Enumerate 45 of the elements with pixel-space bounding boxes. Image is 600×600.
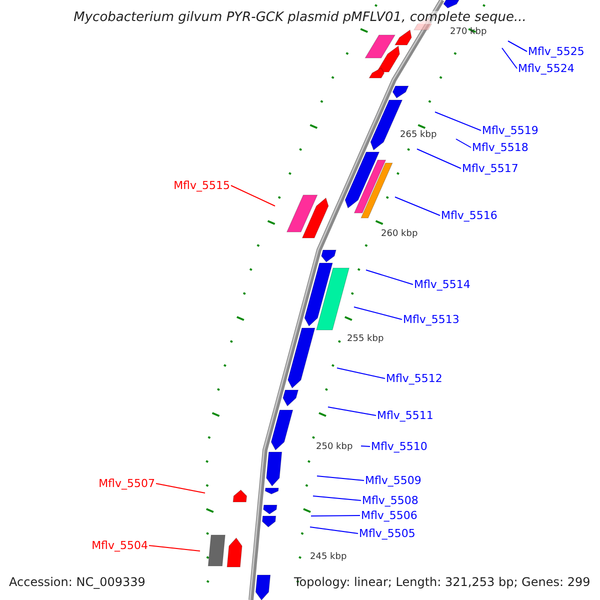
gene-label: Mflv_5525 (528, 46, 584, 57)
gene-label: Mflv_5508 (362, 495, 418, 506)
gene-label: Mflv_5505 (359, 528, 416, 539)
title: Mycobacterium gilvum PYR-GCK plasmid pMFLV01, complete seque... (74, 11, 526, 24)
leader-line (230, 185, 276, 206)
leader-line (310, 526, 358, 534)
gene-label: Mflv_5515 (174, 180, 230, 191)
leader-line (502, 48, 518, 69)
leader-line (434, 112, 482, 131)
gene-label: Mflv_5513 (403, 314, 460, 325)
gene-label: Mflv_5519 (482, 125, 538, 136)
gene-label: Mflv_5524 (518, 63, 574, 74)
leader-line (316, 476, 364, 481)
gene-label: Mflv_5514 (414, 279, 470, 290)
scale-tick-label: 255 kbp (347, 335, 384, 344)
scale-tick-label: 265 kbp (400, 131, 437, 140)
leader-line (310, 515, 360, 516)
leader-line (456, 138, 472, 148)
gene-label: Mflv_5518 (472, 142, 528, 153)
gene-label: Mflv_5504 (92, 540, 148, 551)
gene-label: Mflv_5506 (361, 510, 418, 521)
leader-line (394, 196, 440, 216)
gene-label: Mflv_5512 (386, 373, 442, 384)
info-text: Accession: NC_009339 (9, 576, 146, 588)
leader-line (156, 483, 206, 494)
gene-label: Mflv_5517 (462, 163, 518, 174)
gene-label: Mflv_5509 (365, 475, 422, 486)
leader-line (416, 148, 462, 169)
gene-label: Mflv_5510 (371, 441, 428, 452)
leader-line (508, 40, 528, 52)
gene-label: Mflv_5516 (441, 210, 498, 221)
leader-line (312, 496, 362, 501)
leader-line (354, 306, 402, 320)
leader-line (148, 545, 200, 552)
gene-label: Mflv_5511 (377, 410, 434, 421)
scale-tick-label: 245 kbp (310, 553, 347, 562)
info-text: Topology: linear; Length: 321,253 bp; Genes: 299 (294, 576, 590, 588)
leader-line (328, 406, 376, 416)
scale-tick-label: 250 kbp (316, 443, 353, 452)
leader-line (360, 446, 370, 447)
scale-tick-label: 260 kbp (381, 230, 418, 239)
gene-label: Mflv_5507 (98, 478, 155, 489)
leader-line (336, 368, 386, 379)
scale-tick-label: 270 kbp (450, 28, 487, 37)
leader-line (366, 270, 414, 285)
